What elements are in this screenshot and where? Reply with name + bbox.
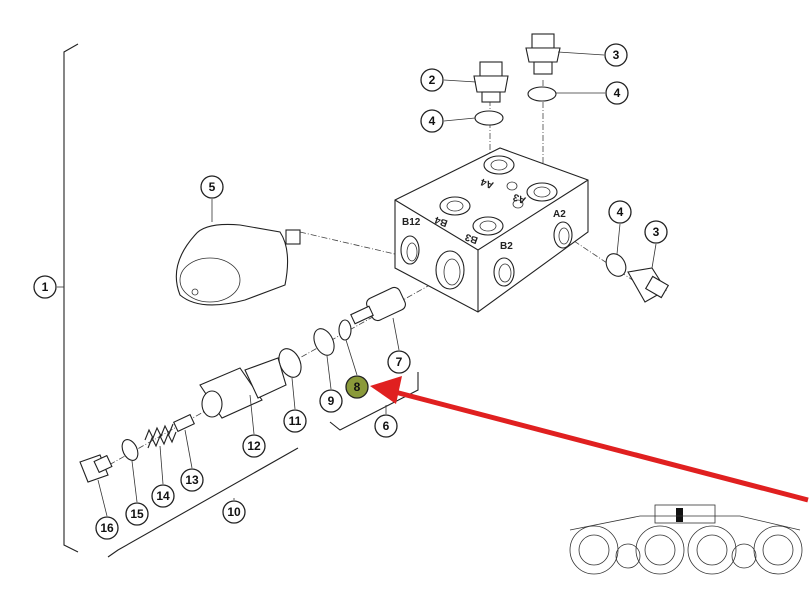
callout-11[interactable]: 11 bbox=[283, 409, 307, 433]
svg-text:8: 8 bbox=[354, 380, 361, 394]
svg-text:2: 2 bbox=[429, 73, 436, 87]
svg-text:6: 6 bbox=[383, 419, 390, 433]
plug-part-16 bbox=[79, 454, 113, 483]
o-ring-part-4 bbox=[605, 253, 627, 277]
bracket-assembly-1 bbox=[63, 43, 79, 553]
o-ring-part-8 bbox=[338, 319, 352, 341]
svg-text:12: 12 bbox=[247, 439, 261, 453]
svg-text:1: 1 bbox=[42, 280, 49, 294]
svg-text:4: 4 bbox=[429, 114, 436, 128]
callout-12[interactable]: 12 bbox=[242, 434, 266, 458]
bracket-6 bbox=[329, 372, 419, 431]
svg-text:4: 4 bbox=[617, 205, 624, 219]
callout-7[interactable]: 7 bbox=[387, 350, 411, 374]
svg-text:3: 3 bbox=[613, 48, 620, 62]
callout-4[interactable]: 4 bbox=[608, 200, 632, 224]
callout-1[interactable]: 1 bbox=[33, 275, 57, 299]
port-label-b3: B3 bbox=[463, 231, 479, 246]
red-pointer-arrow bbox=[370, 376, 809, 503]
svg-text:15: 15 bbox=[130, 507, 144, 521]
piston-part-13 bbox=[172, 413, 196, 433]
callout-16[interactable]: 16 bbox=[95, 516, 119, 540]
svg-text:10: 10 bbox=[227, 505, 241, 519]
fitting-part-2 bbox=[473, 61, 509, 103]
port-label-b12: B12 bbox=[402, 217, 421, 228]
o-ring-part-4 bbox=[527, 86, 557, 102]
callout-3[interactable]: 3 bbox=[644, 220, 668, 244]
port-label-b4: B4 bbox=[433, 214, 449, 229]
svg-text:5: 5 bbox=[209, 180, 216, 194]
callout-8-highlighted[interactable]: 8 bbox=[345, 375, 369, 399]
port-label-b2: B2 bbox=[500, 241, 513, 252]
spring-part-14 bbox=[144, 423, 177, 449]
callout-6[interactable]: 6 bbox=[374, 414, 398, 438]
port-label-a4: A4 bbox=[479, 176, 495, 191]
o-ring-part-4 bbox=[474, 110, 504, 126]
callout-4[interactable]: 4 bbox=[420, 109, 444, 133]
callout-2[interactable]: 2 bbox=[420, 68, 444, 92]
callout-13[interactable]: 13 bbox=[180, 468, 204, 492]
fitting-part-3-top bbox=[525, 33, 561, 75]
leader-lines bbox=[97, 51, 657, 517]
callout-9[interactable]: 9 bbox=[319, 389, 343, 413]
cartridge-part-7 bbox=[350, 286, 406, 325]
port-label-a3: A3 bbox=[511, 191, 527, 206]
bracket-10 bbox=[107, 447, 299, 558]
callout-3[interactable]: 3 bbox=[604, 43, 628, 67]
accumulator-part-5 bbox=[175, 223, 301, 306]
svg-text:13: 13 bbox=[185, 473, 199, 487]
callout-14[interactable]: 14 bbox=[151, 484, 175, 508]
svg-text:11: 11 bbox=[289, 414, 302, 428]
port-label-a2: A2 bbox=[553, 209, 566, 220]
callout-4[interactable]: 4 bbox=[605, 81, 629, 105]
svg-text:7: 7 bbox=[396, 355, 403, 369]
callout-5[interactable]: 5 bbox=[200, 175, 224, 199]
callout-10[interactable]: 10 bbox=[222, 500, 246, 524]
svg-text:9: 9 bbox=[328, 394, 335, 408]
washer-part-15 bbox=[121, 439, 139, 461]
valve-body-part-12 bbox=[199, 357, 287, 419]
svg-text:4: 4 bbox=[614, 86, 621, 100]
ring-part-9 bbox=[313, 328, 335, 356]
svg-text:16: 16 bbox=[100, 521, 114, 535]
callout-15[interactable]: 15 bbox=[125, 502, 149, 526]
svg-text:14: 14 bbox=[156, 489, 170, 503]
valve-manifold-block: B12 B4 B3 A4 A3 A2 B2 bbox=[394, 147, 589, 313]
fitting-part-3-side bbox=[627, 267, 670, 303]
mower-thumbnail-icon bbox=[569, 504, 803, 575]
svg-text:3: 3 bbox=[653, 225, 660, 239]
